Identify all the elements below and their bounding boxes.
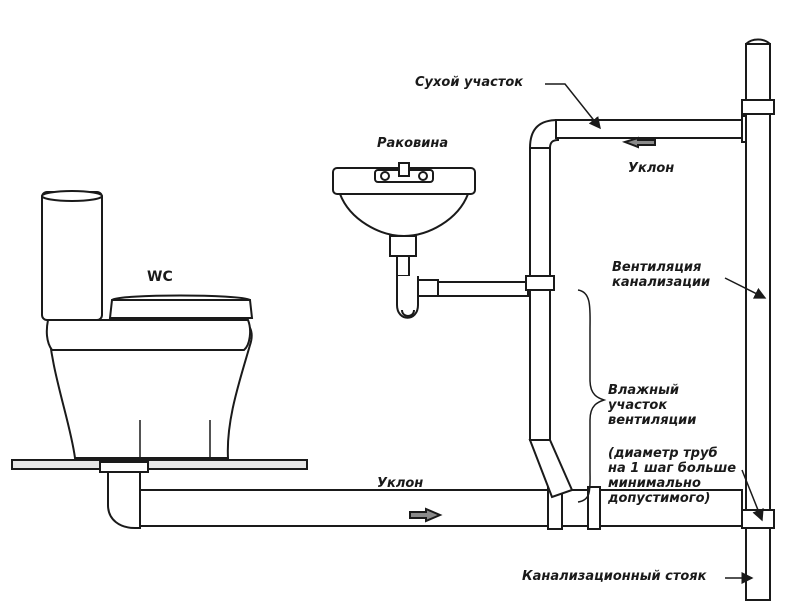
leader-lines (545, 83, 767, 584)
label-wet-vent-line-3: вентиляции (608, 413, 697, 428)
wet-vent-brace (577, 289, 607, 503)
slope-arrows (409, 136, 656, 523)
label-slope-top: Уклон (628, 161, 675, 176)
main-stack (741, 38, 775, 601)
sink (332, 162, 476, 277)
toilet (41, 190, 254, 459)
label-wet-vent-line-2: участок (608, 398, 668, 413)
label-vent-line-2: канализации (612, 275, 711, 290)
label-wc: WC (147, 269, 173, 285)
label-wet-vent-line-1: Влажный (608, 383, 679, 398)
label-dry-section: Сухой участок (415, 75, 524, 90)
sink-trap (396, 276, 529, 319)
label-slope-bottom: Уклон (377, 476, 424, 491)
label-pipe-diameter-note: (диаметр труб на 1 шаг больше минимально… (608, 446, 736, 506)
note-line-2: на 1 шаг больше (608, 461, 737, 476)
label-vent: Вентиляция канализации (612, 260, 710, 290)
note-line-1: (диаметр труб (608, 446, 718, 461)
label-wet-vent: Влажный участок вентиляции (608, 383, 696, 428)
label-main-stack: Канализационный стояк (522, 569, 707, 584)
label-vent-line-1: Вентиляция (612, 260, 702, 275)
label-sink: Раковина (377, 136, 449, 151)
note-line-3: минимально (608, 476, 701, 491)
note-line-4: допустимого) (608, 491, 711, 506)
floor (11, 459, 308, 470)
